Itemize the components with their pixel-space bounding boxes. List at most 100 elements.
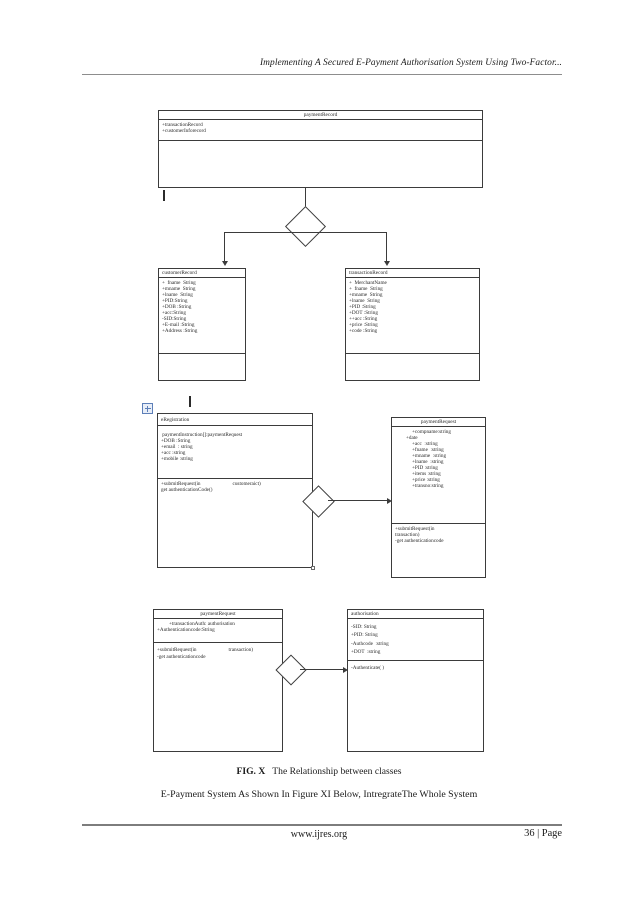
aggregation-diamond-payment-record	[284, 205, 327, 248]
attribute: +mobile :string	[161, 455, 193, 462]
class-attrs-authorisation: -SID: String +PID: String -Authcode :str…	[348, 619, 483, 662]
operation: -get authenticationcode	[157, 654, 206, 661]
figure-caption-text: The Relationship between classes	[272, 766, 402, 777]
class-name-authorisation: authorisation	[348, 610, 483, 620]
attribute: + MerchantName	[349, 279, 387, 286]
operation-param: transaction)	[228, 646, 254, 653]
attribute: +mname String	[162, 285, 196, 292]
attribute: +lname String	[349, 297, 380, 304]
attribute: +DOB :String	[161, 437, 191, 444]
attribute: +customerInforecord	[162, 127, 206, 134]
class-box-authorisation[interactable]: authorisation -SID: String +PID: String …	[347, 609, 484, 752]
attribute: +transno:string	[412, 482, 444, 489]
class-ops-payment-record	[159, 141, 482, 145]
header-rule	[82, 74, 562, 75]
operation: get authenticationCode()	[161, 486, 213, 493]
class-box-payment-request-bottom[interactable]: paymentRequest +transactionAuth: authori…	[153, 609, 283, 752]
arrowhead-to-payment-request	[387, 497, 392, 504]
attribute: +DOT :String	[349, 309, 378, 316]
resize-handle-icon[interactable]	[311, 566, 315, 570]
attribute: +lname :string	[412, 458, 444, 465]
footer-page-number: 36 | Page	[524, 828, 562, 839]
class-box-transaction-record[interactable]: transactionRecord + MerchantName + fname…	[345, 268, 480, 381]
attribute: + fname String	[349, 285, 383, 292]
connector-branch-left	[224, 232, 225, 263]
figure-caption: FIG. X The Relationship between classes	[0, 766, 638, 777]
operation: -get authenticationcode	[395, 537, 444, 544]
class-name-customer-record: customerRecord	[159, 269, 245, 279]
arrowhead-to-authorisation	[343, 666, 348, 673]
operation: +submitRequest(in customeraict)	[161, 481, 310, 487]
attribute: +DOT :string	[351, 649, 381, 656]
class-attrs-payment-request-bottom: +transactionAuth: authorisation +Authent…	[154, 619, 282, 644]
class-name-transaction-record: transactionRecord	[346, 269, 479, 279]
attribute: + fname String	[162, 279, 196, 286]
attribute: +PID :String	[349, 303, 376, 310]
attribute: +price :string	[412, 476, 440, 483]
body-paragraph: E-Payment System As Shown In Figure XI B…	[160, 789, 478, 800]
attribute: +acc :string	[412, 440, 438, 447]
attribute: +lname String	[162, 291, 193, 298]
operation-gap	[197, 648, 229, 653]
attribute: +mname :string	[412, 452, 447, 459]
attribute: +PID: String	[351, 632, 378, 639]
attribute: +transactionRecord	[162, 121, 203, 128]
class-name-e-registration: eRegistration	[158, 414, 312, 427]
text-cursor-icon	[189, 396, 191, 407]
operation: +submitRequest(in transaction)	[157, 647, 280, 653]
class-ops-e-registration: +submitRequest(in customeraict) get auth…	[158, 479, 312, 495]
arrowhead-to-transaction-record	[383, 261, 390, 266]
operation-signature: +submitRequest(in	[157, 646, 197, 653]
class-ops-authorisation: -Authenticate( )	[348, 661, 483, 673]
class-ops-payment-request-top: +submitRequest(in transaction) -get auth…	[392, 524, 485, 546]
connector-branch-right	[386, 232, 387, 263]
attribute: +PID:String	[162, 297, 188, 304]
attribute: +date	[406, 434, 418, 441]
arrowhead-to-customer-record	[221, 261, 228, 266]
move-handle-icon[interactable]	[142, 403, 153, 414]
attribute: -Authcode :string	[351, 640, 389, 647]
connector-vertical-to-diamond	[305, 188, 306, 214]
attribute: +acc :string	[161, 449, 186, 456]
footer-rule	[82, 824, 562, 826]
class-attrs-transaction-record: + MerchantName + fname String +mname Str…	[346, 278, 479, 355]
class-ops-payment-request-bottom: +submitRequest(in transaction) -get auth…	[154, 643, 282, 663]
attribute: +E-mail :String	[162, 321, 195, 328]
attribute: paymentInstruction[]:paymentRequest	[161, 431, 243, 438]
attribute: +PID :string	[412, 464, 438, 471]
attribute: +DOB :String	[162, 303, 192, 310]
attribute: +mname String	[349, 291, 383, 298]
connector-payment-request-to-authorisation	[300, 669, 346, 670]
class-name-payment-request-bottom: paymentRequest	[154, 610, 282, 620]
class-attrs-payment-request-top: +compname:string +date +acc :string +fna…	[392, 427, 485, 525]
attribute: +items :string	[412, 470, 441, 477]
class-ops-customer-record	[159, 354, 245, 358]
attribute: +Address :String	[162, 327, 198, 334]
attribute: +email : string	[161, 443, 193, 450]
attribute: +compname:string	[412, 428, 451, 435]
class-ops-transaction-record	[346, 354, 479, 358]
class-attrs-customer-record: + fname String +mname String +lname Stri…	[159, 278, 245, 355]
class-box-customer-record[interactable]: customerRecord + fname String +mname Str…	[158, 268, 246, 381]
class-box-payment-request-top[interactable]: paymentRequest +compname:string +date +a…	[391, 417, 486, 578]
operation: +submitRequest(in	[395, 525, 435, 532]
operation-signature: +submitRequest(in	[161, 480, 201, 487]
footer-website: www.ijres.org	[290, 829, 348, 840]
class-name-payment-record: paymentRecord	[159, 111, 482, 121]
attribute: +price :String	[349, 321, 378, 328]
attribute: -SID:String	[162, 315, 187, 322]
figure-caption-label: FIG. X	[236, 766, 266, 777]
class-attrs-payment-record: +transactionRecord +customerInforecord	[159, 120, 482, 142]
attribute: +transactionAuth: authorisation	[169, 620, 235, 627]
class-attrs-e-registration: paymentInstruction[]:paymentRequest +DOB…	[158, 426, 312, 480]
class-box-payment-record[interactable]: paymentRecord +transactionRecord +custom…	[158, 110, 483, 188]
operation: -Authenticate( )	[351, 664, 384, 671]
connector-e-registration-to-payment-request	[328, 500, 390, 501]
attribute: +Authenticationcode:String	[157, 626, 215, 633]
edge-tick	[163, 190, 165, 201]
attribute: ++acc :String	[349, 315, 378, 322]
attribute: +fname :string	[412, 446, 444, 453]
class-box-e-registration[interactable]: eRegistration paymentInstruction[]:payme…	[157, 413, 313, 568]
attribute: -SID: String	[351, 623, 377, 630]
